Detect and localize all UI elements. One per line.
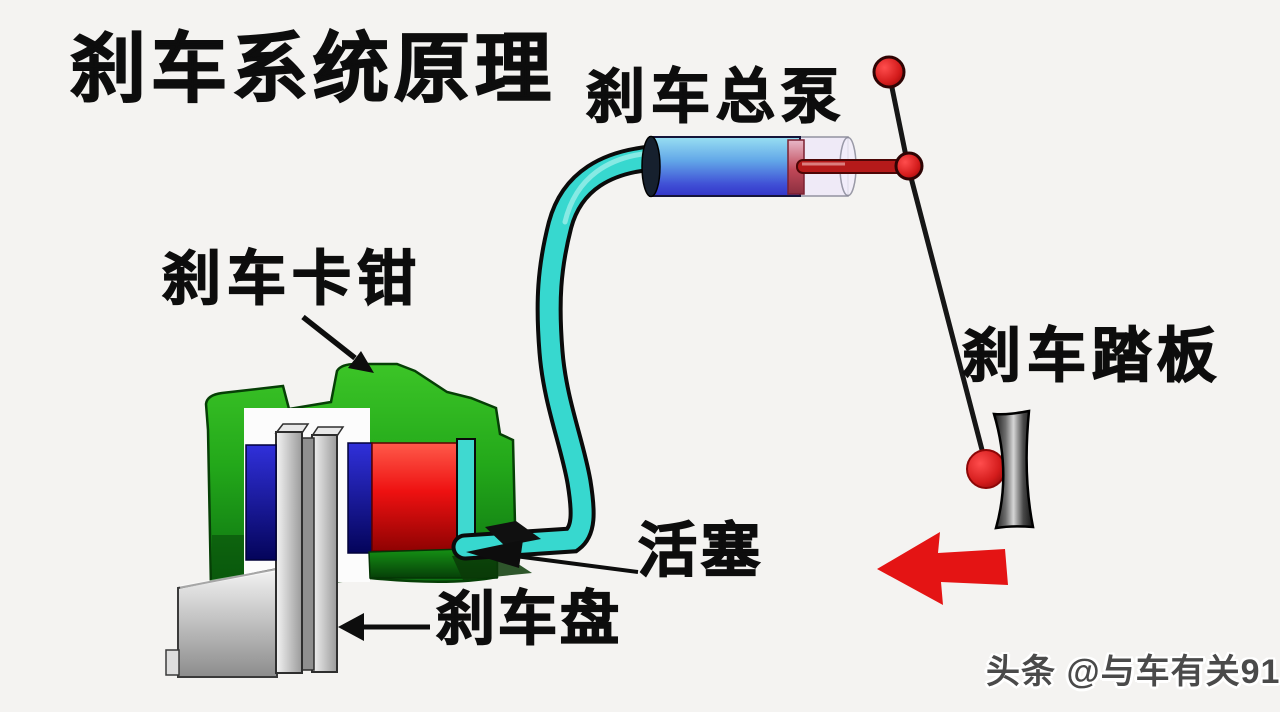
pedal-joint <box>966 449 1006 489</box>
caliper-left-arm-shadow <box>212 535 248 588</box>
lever-top-pivot <box>872 55 906 89</box>
slab-highlight <box>179 568 277 589</box>
push-rod <box>796 159 908 174</box>
caliper-piston <box>371 442 459 552</box>
brake-disc <box>274 423 345 674</box>
watermark: 头条 @与车有关91 <box>986 653 1280 691</box>
piston-pointer-arrow <box>466 540 639 574</box>
brake-line-tube <box>451 144 666 561</box>
brake-pad-left <box>245 444 277 561</box>
slab-step <box>165 649 180 676</box>
label-disc: 刹车盘 <box>435 586 623 652</box>
label-pedal: 刹车踏板 <box>961 323 1223 389</box>
pedal-lever <box>886 70 990 472</box>
brake-pad-right <box>347 442 373 554</box>
force-arrow <box>877 532 1008 605</box>
rod-joint <box>894 151 924 181</box>
brake-pedal <box>992 409 1035 530</box>
disc-pointer-arrow <box>338 613 430 641</box>
master-cylinder-left-cap <box>641 135 661 198</box>
page-title: 刹车系统原理 <box>69 27 556 112</box>
label-piston: 活塞 <box>637 518 765 584</box>
caliper-step-detail <box>485 521 541 546</box>
label-master-cylinder: 刹车总泵 <box>585 64 847 130</box>
label-caliper: 刹车卡钳 <box>161 246 423 312</box>
caliper-pointer-arrow <box>301 314 374 373</box>
